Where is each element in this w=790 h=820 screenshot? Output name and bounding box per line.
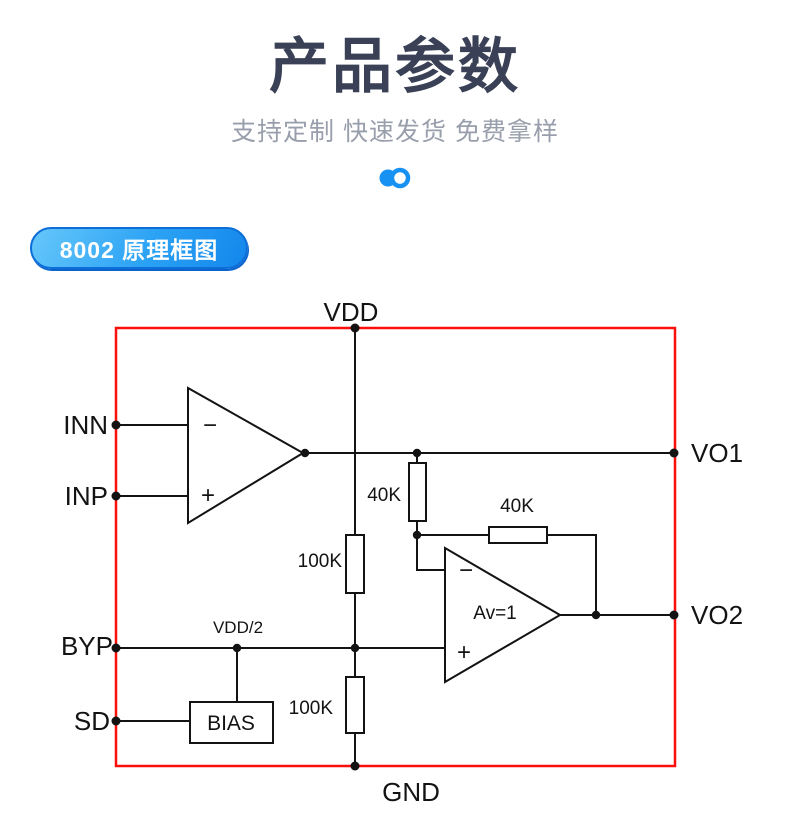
inn-label: INN bbox=[63, 410, 108, 440]
opamp2-plus-sign: + bbox=[457, 639, 471, 666]
r40k-bottom-junction-dot bbox=[412, 530, 422, 540]
gnd-pin-dot bbox=[350, 761, 360, 771]
r40k-vertical-label: 40K bbox=[367, 485, 401, 506]
vdd-half-label: VDD/2 bbox=[213, 618, 263, 637]
byp-label: BYP bbox=[61, 631, 113, 661]
opamp1-output-dot bbox=[300, 448, 310, 458]
section-badge-label: 8002 原理框图 bbox=[59, 237, 219, 263]
sd-label: SD bbox=[74, 706, 110, 736]
r40k-top-junction-dot bbox=[412, 448, 422, 458]
vo1-pin-dot bbox=[669, 448, 679, 458]
page-subtitle: 支持定制 快速发货 免费拿样 bbox=[231, 118, 559, 147]
resistor-40k-vertical bbox=[408, 462, 427, 522]
section-badge: 8002 原理框图 bbox=[30, 227, 248, 269]
vdd-label: VDD bbox=[324, 297, 379, 327]
vo2-label: VO2 bbox=[691, 600, 743, 630]
chip-boundary-frame bbox=[114, 326, 677, 768]
opamp2-triangle bbox=[444, 546, 562, 684]
r100k-upper-label: 100K bbox=[298, 551, 343, 572]
diagram-labels: VDD GND INN INP BYP SD VO1 VO2 40K 40K 1… bbox=[61, 297, 743, 807]
gnd-label: GND bbox=[382, 777, 440, 807]
junction-dots bbox=[111, 323, 679, 771]
r40k-feedback-label: 40K bbox=[500, 496, 534, 517]
components bbox=[187, 386, 562, 744]
opamp2-minus-sign: − bbox=[459, 557, 473, 584]
vdd-pin-dot bbox=[350, 323, 360, 333]
bias-block bbox=[189, 701, 274, 744]
inp-pin-dot bbox=[111, 491, 121, 501]
inn-pin-dot bbox=[111, 420, 121, 430]
opamp1-plus-sign: + bbox=[201, 482, 215, 509]
page-header: 产品参数 支持定制 快速发货 免费拿样 bbox=[0, 0, 790, 190]
gain-label: Av=1 bbox=[473, 603, 517, 624]
resistor-100k-upper bbox=[345, 534, 365, 594]
dots-divider-icon bbox=[0, 166, 790, 190]
opamp1-minus-sign: − bbox=[203, 412, 217, 439]
page-title: 产品参数 bbox=[269, 33, 521, 100]
overlapping-circles-icon bbox=[379, 167, 411, 189]
vo2-pin-dot bbox=[669, 610, 679, 620]
feedback-junction-dot bbox=[591, 610, 601, 620]
r100k-lower-label: 100K bbox=[289, 698, 334, 719]
vo1-label: VO1 bbox=[691, 438, 743, 468]
resistor-40k-feedback bbox=[488, 526, 548, 544]
feedback-wire bbox=[417, 534, 597, 615]
ring-dot-icon bbox=[389, 167, 411, 189]
bias-label: BIAS bbox=[207, 712, 255, 735]
byp-rail-junction-dot bbox=[350, 643, 360, 653]
inp-label: INP bbox=[65, 481, 108, 511]
sd-pin-dot bbox=[111, 716, 121, 726]
resistor-100k-lower bbox=[345, 676, 365, 734]
opamp1-triangle bbox=[187, 386, 305, 525]
vdd-half-junction-dot bbox=[232, 643, 242, 653]
byp-pin-dot bbox=[111, 643, 121, 653]
